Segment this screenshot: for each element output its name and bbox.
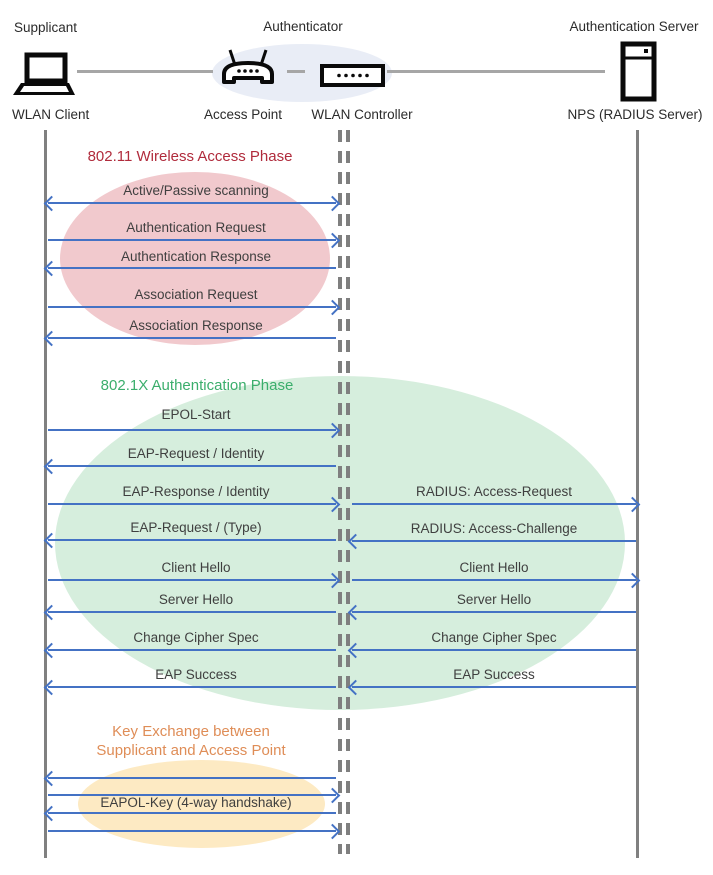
role-supplicant: Supplicant — [14, 20, 78, 35]
lifeline-server — [636, 130, 639, 858]
node-access-point: Access Point — [203, 107, 283, 122]
msg-eapol-key2-arrow — [46, 788, 341, 804]
phase3-ellipse — [78, 760, 325, 848]
msg-eapol-key4-arrow — [46, 824, 341, 840]
msg-assoc-request-arrow — [46, 300, 341, 316]
msg-eapol-key1-arrow — [43, 771, 338, 787]
controller-box-icon — [320, 64, 385, 87]
msg-eap-request-type-arrow — [43, 533, 338, 549]
msg-eap-request-type-label: EAP-Request / (Type) — [130, 520, 262, 535]
msg-auth-request-arrow — [46, 233, 341, 249]
msg-change-cipher-left-arrow — [43, 643, 338, 659]
msg-server-hello-right-label: Server Hello — [456, 592, 532, 607]
msg-auth-response-label: Authentication Response — [120, 249, 272, 264]
msg-eap-response-identity-arrow — [46, 497, 341, 513]
lifeline-client — [44, 130, 47, 858]
msg-scanning-arrow — [43, 196, 341, 212]
msg-server-hello-left-arrow — [43, 605, 338, 621]
msg-change-cipher-right-arrow — [347, 643, 638, 659]
node-wlan-controller: WLAN Controller — [311, 107, 413, 122]
msg-radius-access-challenge-label: RADIUS: Access-Challenge — [410, 521, 578, 536]
node-nps-radius-server: NPS (RADIUS Server) — [567, 107, 703, 122]
msg-client-hello-left-arrow — [46, 573, 341, 589]
laptop-icon — [11, 52, 75, 98]
phase1-ellipse — [60, 172, 330, 345]
msg-scanning-label: Active/Passive scanning — [123, 183, 269, 198]
connector-ap-controller — [287, 70, 305, 73]
msg-eapol-key-label: EAPOL-Key (4-way handshake) — [100, 795, 292, 810]
role-authentication-server: Authentication Server — [569, 19, 699, 34]
phase2-title: 802.1X Authentication Phase — [100, 377, 294, 394]
msg-change-cipher-left-label: Change Cipher Spec — [133, 630, 259, 645]
msg-auth-request-label: Authentication Request — [126, 220, 266, 235]
msg-eap-success-right-arrow — [347, 680, 638, 696]
msg-eapol-key3-arrow — [43, 806, 338, 822]
msg-auth-response-arrow — [43, 261, 338, 277]
lifeline-capwap-right — [346, 130, 350, 854]
connector-controller-server — [387, 70, 605, 73]
msg-eap-success-right-label: EAP Success — [453, 667, 535, 682]
msg-server-hello-right-arrow — [347, 605, 638, 621]
msg-assoc-response-label: Association Response — [129, 318, 263, 333]
msg-eap-request-identity-arrow — [43, 459, 338, 475]
phase3-title-line1: Key Exchange between — [112, 723, 270, 740]
phase1-title: 802.11 Wireless Access Phase — [87, 148, 293, 165]
msg-server-hello-left-label: Server Hello — [158, 592, 234, 607]
phase3-title-line2: Supplicant and Access Point — [96, 742, 286, 759]
server-tower-icon — [620, 41, 657, 102]
msg-change-cipher-right-label: Change Cipher Spec — [431, 630, 557, 645]
wireless-router-icon — [219, 49, 277, 91]
msg-eap-success-left-arrow — [43, 680, 338, 696]
phase3-title: Key Exchange between Supplicant and Acce… — [96, 722, 285, 760]
msg-radius-access-request-label: RADIUS: Access-Request — [415, 484, 573, 499]
msg-eap-success-left-label: EAP Success — [155, 667, 237, 682]
role-authenticator: Authenticator — [263, 19, 343, 34]
msg-assoc-request-label: Association Request — [134, 287, 258, 302]
node-wlan-client: WLAN Client — [12, 107, 90, 122]
msg-client-hello-right-arrow — [350, 573, 641, 589]
msg-epol-start-label: EPOL-Start — [161, 407, 231, 422]
msg-radius-access-request-arrow — [350, 497, 641, 513]
msg-client-hello-right-label: Client Hello — [459, 560, 529, 575]
msg-assoc-response-arrow — [43, 331, 338, 347]
lifeline-capwap-left — [338, 130, 342, 854]
msg-eap-request-identity-label: EAP-Request / Identity — [127, 446, 265, 461]
connector-client-ap — [77, 70, 213, 73]
msg-eap-response-identity-label: EAP-Response / Identity — [122, 484, 270, 499]
msg-radius-access-challenge-arrow — [347, 534, 638, 550]
msg-client-hello-left-label: Client Hello — [161, 560, 231, 575]
msg-epol-start-arrow — [46, 423, 341, 439]
